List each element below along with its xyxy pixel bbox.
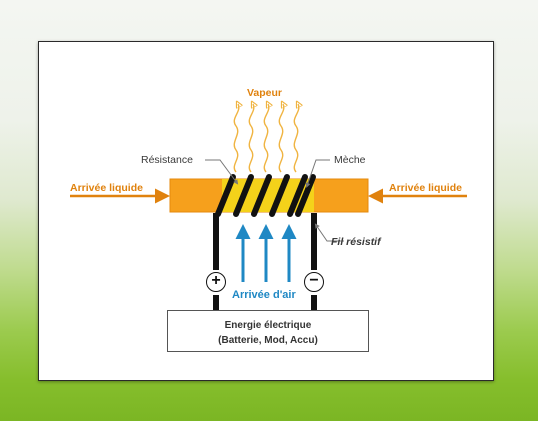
arrivee-liquide-right-label: Arrivée liquide: [389, 182, 462, 194]
negative-terminal-icon: −: [304, 272, 324, 292]
arrivee-air-label: Arrivée d'air: [232, 289, 296, 301]
resistive-wire: [213, 213, 317, 312]
positive-terminal-icon: +: [206, 272, 226, 292]
steam-arrow: [233, 104, 239, 173]
power-source-title: Energie électrique: [224, 320, 312, 331]
label-pointers: [205, 159, 344, 242]
vapeur-label: Vapeur: [247, 87, 283, 99]
fil-resistif-label: Fil résistif: [331, 236, 381, 248]
steam-arrow: [278, 104, 284, 173]
meche-pointer: [305, 159, 330, 188]
coil-windings: [215, 174, 316, 217]
steam-arrow: [263, 104, 269, 173]
power-source-subtitle: (Batterie, Mod, Accu): [218, 335, 318, 346]
resistance-label: Résistance: [141, 154, 193, 166]
steam-arrow: [248, 104, 254, 173]
arrivee-liquide-left-label: Arrivée liquide: [70, 182, 143, 194]
air-arrows: [235, 224, 297, 282]
steam-arrow: [293, 104, 299, 173]
power-source-box: Energie électrique (Batterie, Mod, Accu): [167, 310, 369, 352]
fil-resistif-pointer: [314, 223, 344, 242]
meche-label: Mèche: [334, 154, 366, 166]
steam-arrows: [233, 104, 299, 173]
resistance-pointer: [205, 159, 239, 185]
